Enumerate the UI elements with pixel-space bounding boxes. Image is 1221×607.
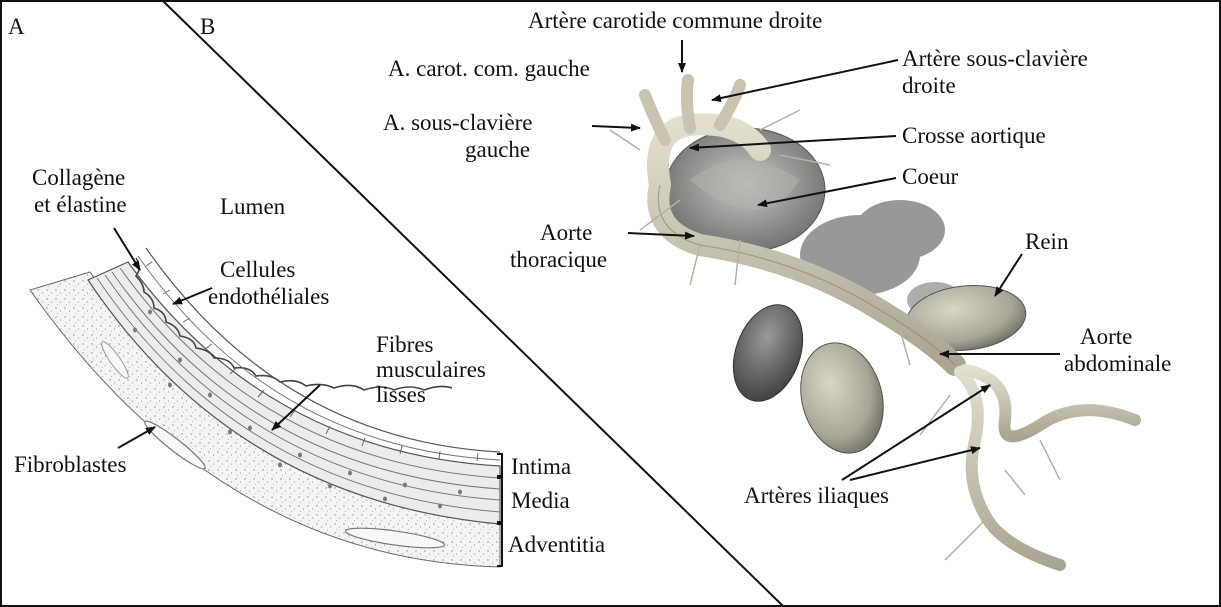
- adventitia-label: Adventitia: [508, 532, 605, 557]
- subclavian-left-label: A. sous-clavière gauche: [383, 110, 538, 162]
- carotid-left-label: A. carot. com. gauche: [388, 56, 590, 81]
- kidney-lower: [789, 334, 895, 463]
- fibroblasts-label: Fibroblastes: [14, 452, 126, 477]
- iliac-right: [965, 370, 1135, 436]
- smooth-muscle-label: Fibres musculaires lisses: [376, 332, 492, 407]
- intima-label: Intima: [511, 454, 571, 479]
- subclavian-right-label: Artère sous-clavière droite: [902, 46, 1094, 98]
- heart-label: Coeur: [902, 164, 959, 189]
- thoracic-aorta-label: Aorte thoracique: [510, 220, 607, 272]
- iliac-arrow-right: [850, 448, 980, 480]
- carotid-right-label: Artère carotide commune droite: [528, 8, 822, 33]
- kidney-arrow: [995, 254, 1022, 296]
- aortic-arch-label: Crosse aortique: [902, 123, 1046, 148]
- collagen-label: Collagène et élastine: [32, 165, 131, 217]
- media-label: Media: [511, 488, 570, 513]
- panel-b-letter: B: [200, 14, 215, 39]
- subclavian-left-arrow: [592, 126, 640, 128]
- iliac-arteries-label: Artères iliaques: [744, 483, 889, 508]
- endothelial-cells-label: Cellules endothéliales: [208, 257, 329, 309]
- fibroblast-arrow: [118, 427, 155, 448]
- kidney-label: Rein: [1025, 229, 1069, 254]
- abdominal-aorta-label: Aorte abdominale: [1064, 324, 1171, 376]
- lumen-label: Lumen: [220, 194, 286, 219]
- panel-a-letter: A: [8, 14, 25, 39]
